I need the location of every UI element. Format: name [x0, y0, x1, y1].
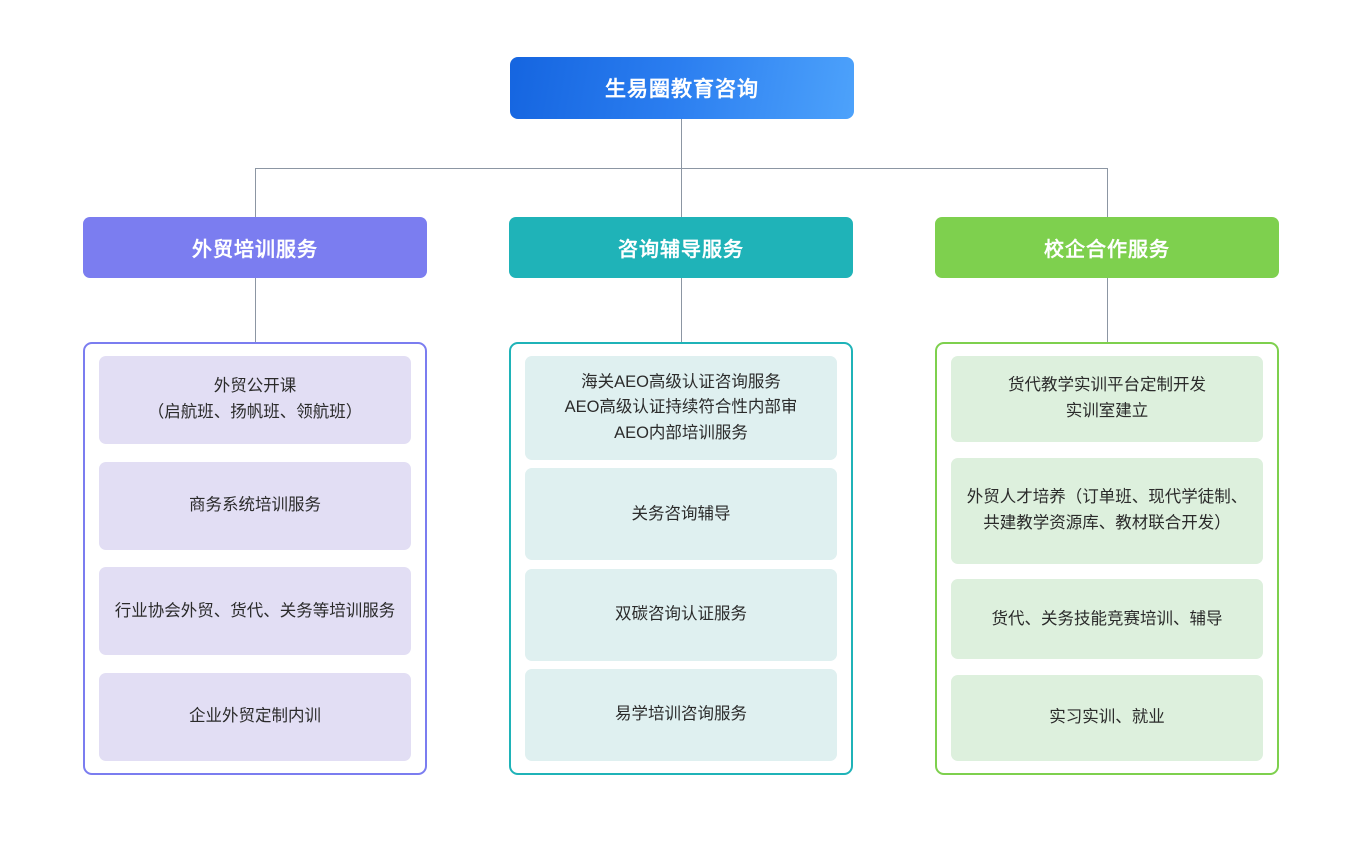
- service-item-label: 货代教学实训平台定制开发 实训室建立: [1008, 376, 1206, 420]
- connector-root-stem: [681, 119, 682, 168]
- connector-stem-items-1: [255, 278, 256, 342]
- service-item-label: 企业外贸定制内训: [189, 707, 321, 726]
- service-item[interactable]: 易学培训咨询服务: [525, 668, 837, 761]
- service-item-label: 外贸人才培养（订单班、现代学徒制、共建教学资源库、教材联合开发）: [966, 488, 1248, 532]
- service-item[interactable]: 货代教学实训平台定制开发 实训室建立: [951, 356, 1263, 442]
- branch-header-training[interactable]: 外贸培训服务: [83, 217, 427, 278]
- branch-items-frame-consulting: 海关AEO高级认证咨询服务 AEO高级认证持续符合性内部审 AEO内部培训服务 …: [509, 342, 853, 775]
- branch-column-school-enterprise: 校企合作服务 货代教学实训平台定制开发 实训室建立 外贸人才培养（订单班、现代学…: [935, 217, 1279, 775]
- connector-drop-branch-2: [681, 168, 682, 217]
- service-item[interactable]: 企业外贸定制内训: [99, 672, 411, 761]
- service-item[interactable]: 关务咨询辅导: [525, 468, 837, 561]
- service-item-label: 商务系统培训服务: [189, 495, 321, 514]
- branch-column-training: 外贸培训服务 外贸公开课 （启航班、扬帆班、领航班） 商务系统培训服务 行业协会…: [83, 217, 427, 775]
- service-item-label: 关务咨询辅导: [631, 504, 731, 523]
- service-item[interactable]: 实习实训、就业: [951, 674, 1263, 761]
- service-item-label: 实习实训、就业: [1049, 708, 1165, 727]
- service-item[interactable]: 货代、关务技能竞赛培训、辅导: [951, 579, 1263, 660]
- connector-stem-items-2: [681, 278, 682, 342]
- branch-items-frame-school-enterprise: 货代教学实训平台定制开发 实训室建立 外贸人才培养（订单班、现代学徒制、共建教学…: [935, 342, 1279, 775]
- service-item[interactable]: 海关AEO高级认证咨询服务 AEO高级认证持续符合性内部审 AEO内部培训服务: [525, 356, 837, 460]
- connector-stem-items-3: [1107, 278, 1108, 342]
- branch-header-school-enterprise[interactable]: 校企合作服务: [935, 217, 1279, 278]
- branch-items-frame-training: 外贸公开课 （启航班、扬帆班、领航班） 商务系统培训服务 行业协会外贸、货代、关…: [83, 342, 427, 775]
- connector-drop-branch-3: [1107, 168, 1108, 217]
- service-item-label: 易学培训咨询服务: [615, 705, 747, 724]
- root-node-company[interactable]: 生易圈教育咨询: [510, 57, 854, 119]
- service-item[interactable]: 外贸公开课 （启航班、扬帆班、领航班）: [99, 356, 411, 444]
- service-item[interactable]: 外贸人才培养（订单班、现代学徒制、共建教学资源库、教材联合开发）: [951, 457, 1263, 564]
- service-item[interactable]: 双碳咨询认证服务: [525, 568, 837, 661]
- service-item-label: 外贸公开课 （启航班、扬帆班、领航班）: [147, 377, 363, 421]
- service-item-label: 货代、关务技能竞赛培训、辅导: [991, 609, 1223, 628]
- branch-column-consulting: 咨询辅导服务 海关AEO高级认证咨询服务 AEO高级认证持续符合性内部审 AEO…: [509, 217, 853, 775]
- service-item-label: 双碳咨询认证服务: [615, 604, 747, 623]
- branch-header-consulting[interactable]: 咨询辅导服务: [509, 217, 853, 278]
- connector-drop-branch-1: [255, 168, 256, 217]
- service-item[interactable]: 商务系统培训服务: [99, 461, 411, 550]
- service-item-label: 行业协会外贸、货代、关务等培训服务: [114, 601, 396, 620]
- service-item[interactable]: 行业协会外贸、货代、关务等培训服务: [99, 567, 411, 656]
- service-item-label: 海关AEO高级认证咨询服务 AEO高级认证持续符合性内部审 AEO内部培训服务: [564, 372, 798, 442]
